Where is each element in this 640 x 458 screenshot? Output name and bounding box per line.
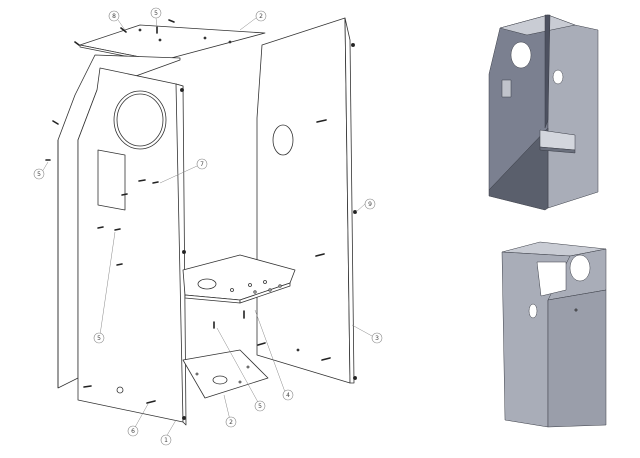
balloon-label: 3: [375, 335, 379, 342]
bottom-panel: [182, 349, 269, 399]
balloons: 8 5 2 5 7 9 5 3 4 5 2 6 1: [33, 7, 383, 446]
balloon-2-top: 2: [255, 10, 267, 22]
balloon-4: 4: [282, 389, 294, 401]
screws: [45, 19, 331, 404]
shaded-view-rear: [488, 14, 599, 211]
balloon-7: 7: [196, 158, 208, 170]
balloon-label: 2: [229, 419, 233, 426]
balloon-label: 5: [258, 403, 262, 410]
balloon-2-bottom: 2: [225, 416, 237, 428]
balloon-9: 9: [364, 198, 376, 210]
balloon-label: 5: [97, 335, 101, 342]
middle-shelf: [182, 254, 296, 304]
left-side-panel: [57, 54, 181, 389]
balloon-label: 4: [286, 392, 290, 399]
balloon-label: 8: [112, 13, 116, 20]
balloon-label: 7: [200, 161, 204, 168]
exploded-view: [41, 17, 373, 438]
balloon-label: 1: [164, 437, 168, 444]
leader-lines: [41, 17, 373, 438]
shaded-view-front: [501, 241, 607, 428]
balloon-label: 9: [368, 201, 372, 208]
right-side-panel: [256, 17, 357, 384]
balloon-5-mid: 5: [93, 332, 105, 344]
balloon-1: 1: [160, 434, 172, 446]
balloon-label: 2: [259, 13, 263, 20]
balloon-6: 6: [127, 425, 139, 437]
front-panel: [77, 67, 187, 426]
balloon-label: 5: [154, 10, 158, 17]
balloon-5-bottom: 5: [254, 400, 266, 412]
balloon-5-top: 5: [150, 7, 162, 19]
balloon-5-left: 5: [33, 168, 45, 180]
balloon-8: 8: [108, 10, 120, 22]
balloon-label: 5: [37, 171, 41, 178]
balloon-label: 6: [131, 428, 135, 435]
balloon-3: 3: [371, 332, 383, 344]
